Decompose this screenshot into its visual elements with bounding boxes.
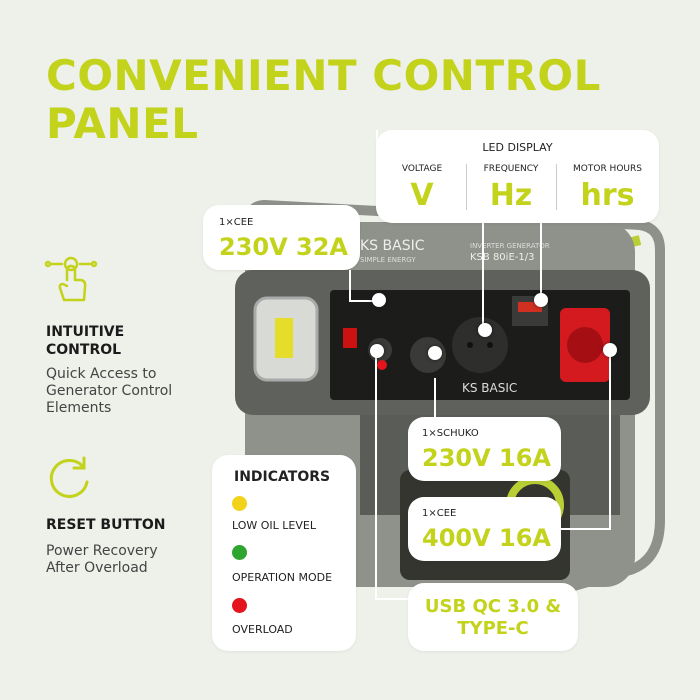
led-label: VOLTAGE [401, 164, 443, 174]
indicator-label: LOW OIL LEVEL [232, 519, 316, 532]
model-text: KSB 80iE-1/3 [470, 252, 534, 263]
pointer-dot [534, 293, 548, 307]
indicator-dot-green [232, 545, 247, 560]
led-unit: Hz [489, 178, 533, 213]
type-text: INVERTER GENERATOR [470, 242, 550, 250]
cee-16a-card: 1×CEE 400V 16A [408, 497, 561, 561]
indicator-dot-yellow [232, 496, 247, 511]
leader-line [560, 528, 611, 530]
feature-title: INTUITIVE CONTROL [46, 324, 125, 358]
pointer-dot [478, 323, 492, 337]
led-label: FREQUENCY [483, 164, 539, 174]
leader-line [375, 352, 377, 600]
cee-32a-card: 1×CEE 230V 32A [203, 205, 360, 270]
led-label: MOTOR HOURS [573, 164, 642, 174]
callout-value: 230V 32A [219, 233, 348, 261]
indicators-title: INDICATORS [234, 469, 331, 485]
reset-icon [49, 456, 89, 498]
pointer-dot [603, 343, 617, 357]
brand-text: KS BASIC [360, 238, 425, 254]
pointer-dot [372, 293, 386, 307]
callout-label: 1×CEE [422, 508, 457, 519]
leader-line [434, 378, 436, 418]
leader-line [540, 220, 542, 300]
divider [466, 164, 467, 210]
leader-line [349, 300, 379, 302]
indicator-label: OPERATION MODE [232, 571, 333, 584]
indicator-dot-red [232, 598, 247, 613]
page-title: CONVENIENT CONTROL PANEL [46, 51, 601, 148]
callout-label: 1×CEE [219, 217, 254, 228]
leader-line [349, 270, 351, 302]
led-column: MOTOR HOURS hrs [556, 164, 659, 213]
callout-value: USB QC 3.0 & TYPE-C [424, 596, 562, 639]
led-unit: V [410, 178, 434, 213]
usb-card: USB QC 3.0 & TYPE-C [408, 583, 578, 651]
panel-brand-text: KS BASIC [462, 381, 517, 395]
led-column: FREQUENCY Hz [466, 164, 556, 213]
divider [556, 164, 557, 210]
callout-value: 400V 16A [422, 524, 551, 552]
touch-icon [44, 256, 98, 302]
leader-line [375, 598, 410, 600]
pointer-dot [428, 346, 442, 360]
callout-label: 1×SCHUKO [422, 428, 479, 439]
indicators-card: INDICATORS LOW OIL LEVEL OPERATION MODE … [212, 455, 356, 651]
leader-line [482, 220, 484, 330]
led-display-card: LED DISPLAY VOLTAGE V FREQUENCY Hz MOTOR… [376, 130, 659, 223]
led-display-title: LED DISPLAY [482, 141, 553, 154]
led-column: VOLTAGE V [376, 164, 468, 213]
led-unit: hrs [580, 178, 635, 213]
leader-line [609, 350, 611, 530]
feature-title: RESET BUTTON [46, 517, 166, 533]
indicator-label: OVERLOAD [232, 623, 293, 636]
callout-value: 230V 16A [422, 444, 551, 472]
pointer-dot [370, 344, 384, 358]
feature-desc: Power Recovery After Overload [46, 543, 158, 576]
feature-desc: Quick Access to Generator Control Elemen… [46, 366, 173, 416]
schuko-card: 1×SCHUKO 230V 16A [408, 417, 561, 481]
tagline-text: SIMPLE ENERGY [360, 256, 416, 264]
